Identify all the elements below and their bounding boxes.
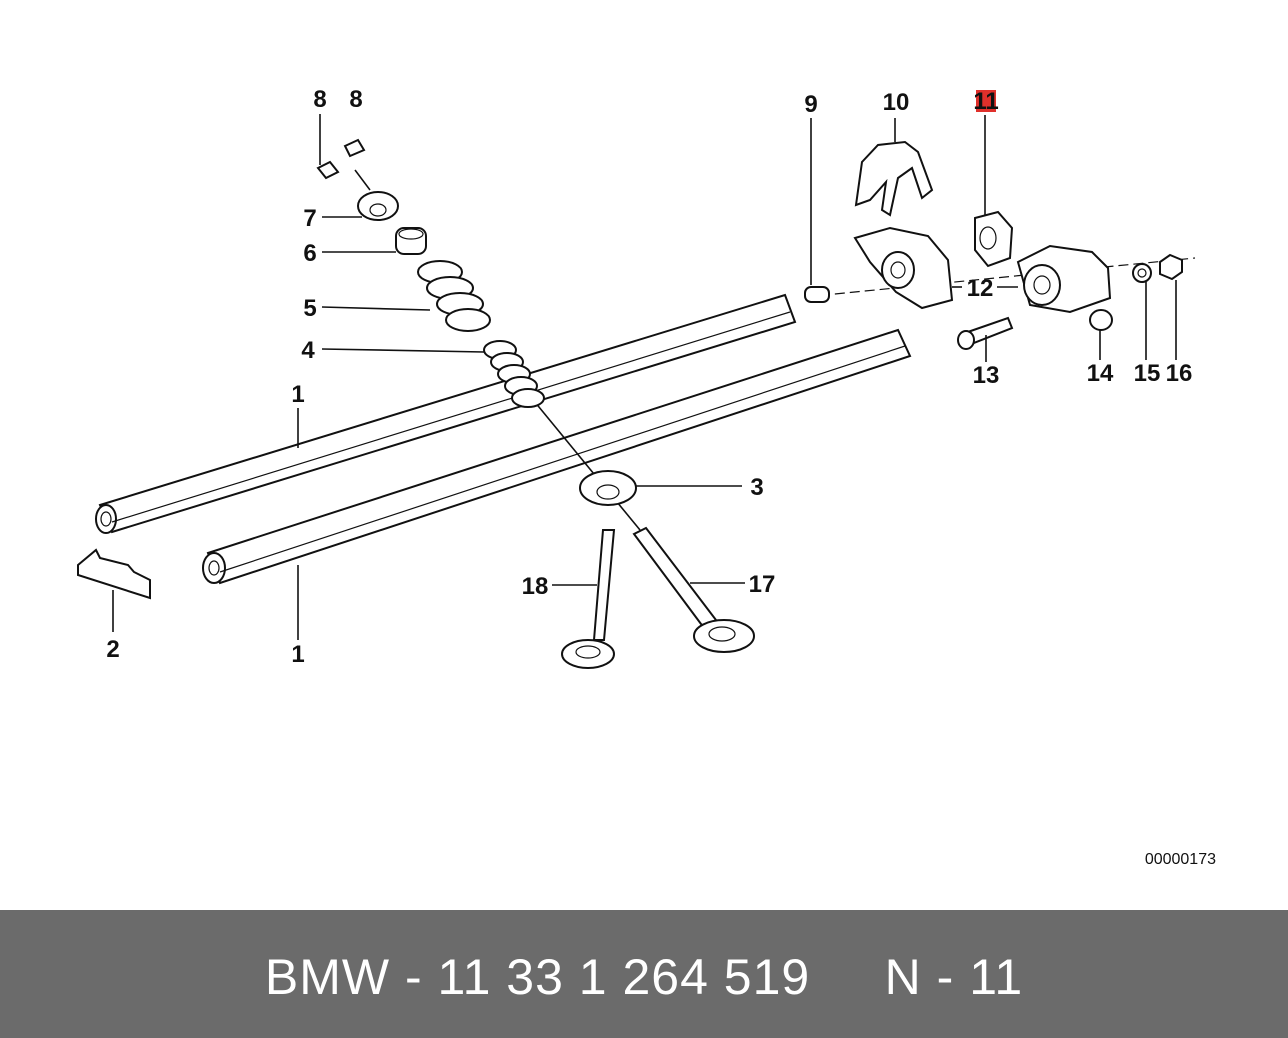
callout-3[interactable]: 3 xyxy=(750,474,763,501)
callout-14[interactable]: 14 xyxy=(1087,360,1114,387)
spring-retainer xyxy=(357,191,399,221)
washer xyxy=(1132,263,1152,283)
callout-8b[interactable]: 8 xyxy=(349,86,362,113)
callout-11[interactable]: 11 xyxy=(973,88,998,115)
callout-7[interactable]: 7 xyxy=(303,205,316,232)
shaft-axis-line xyxy=(804,257,1196,298)
callout-1-lower[interactable]: 1 xyxy=(291,641,304,668)
valve-axis-line xyxy=(524,389,641,531)
locator-plate xyxy=(77,548,151,600)
valve-collet-right xyxy=(343,138,366,158)
callout-8a[interactable]: 8 xyxy=(313,86,326,113)
exhaust-valve xyxy=(561,529,616,669)
exploded-parts-diagram: 8 8 7 6 5 4 1 1 2 3 18 17 9 10 11 12 13 … xyxy=(77,86,1216,868)
leader-lines xyxy=(112,114,1177,640)
thrust-piece xyxy=(974,210,1014,268)
callout-15[interactable]: 15 xyxy=(1134,360,1161,387)
callout-4[interactable]: 4 xyxy=(301,337,315,364)
callout-1-upper[interactable]: 1 xyxy=(291,381,304,408)
inner-valve-spring xyxy=(483,340,545,408)
intake-valve xyxy=(632,526,755,653)
rocker-arm-left xyxy=(853,226,954,310)
callout-10[interactable]: 10 xyxy=(883,89,910,116)
eccentric xyxy=(1089,309,1113,331)
lock-nut xyxy=(1159,253,1183,281)
spring-seat-washer xyxy=(579,470,637,506)
callout-6[interactable]: 6 xyxy=(303,240,316,267)
callout-labels: 8 8 7 6 5 4 1 1 2 3 18 17 9 10 11 12 13 … xyxy=(106,86,1192,668)
rocker-arm-right xyxy=(1016,244,1112,314)
outer-valve-spring xyxy=(417,260,491,332)
spring-sleeve xyxy=(804,286,830,303)
callout-13[interactable]: 13 xyxy=(973,362,1000,389)
rocker-shaft-lower xyxy=(202,328,912,585)
adjusting-screw xyxy=(957,316,1014,350)
callout-11-highlight xyxy=(976,90,996,112)
callout-17[interactable]: 17 xyxy=(749,571,776,598)
callout-9[interactable]: 9 xyxy=(804,91,817,118)
rocker-shaft-upper xyxy=(95,293,797,534)
callout-16[interactable]: 16 xyxy=(1166,360,1193,387)
part-number-footer: BMW - 11 33 1 264 519 N - 11 xyxy=(0,910,1288,1038)
valve-stem-seal xyxy=(395,227,427,255)
part-number-text: BMW - 11 33 1 264 519 N - 11 xyxy=(264,949,1024,1005)
callout-12[interactable]: 12 xyxy=(967,275,994,302)
valve-collet-left xyxy=(316,160,340,180)
callout-18[interactable]: 18 xyxy=(522,573,549,600)
drawing-number: 00000173 xyxy=(1145,851,1216,868)
callout-5[interactable]: 5 xyxy=(303,295,316,322)
retaining-clip xyxy=(854,140,934,217)
callout-2[interactable]: 2 xyxy=(106,636,119,663)
